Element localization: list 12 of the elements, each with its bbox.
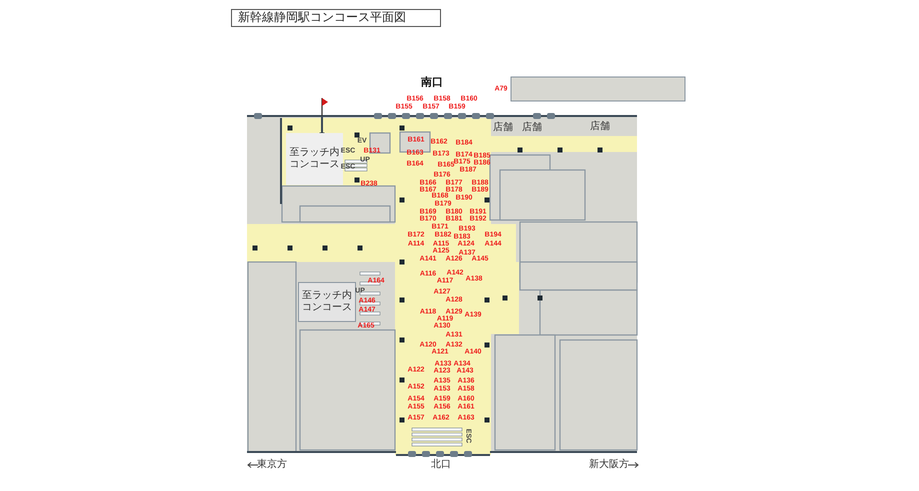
area-label: 店舗 bbox=[492, 122, 514, 134]
area-label: 店舗 bbox=[521, 122, 543, 134]
map-title: 新幹線静岡駅コンコース平面図 bbox=[231, 9, 441, 27]
area-label: 店舗 bbox=[589, 121, 611, 133]
exit-label: 南口 bbox=[421, 78, 443, 88]
concourse-area bbox=[298, 282, 356, 322]
area-label: 至ラッチ内コンコース bbox=[302, 290, 352, 314]
concourse-area bbox=[286, 133, 343, 185]
direction-label: 北口 bbox=[431, 460, 451, 470]
direction-label: 東京方 bbox=[257, 460, 287, 470]
direction-label: 新大阪方 bbox=[589, 460, 629, 470]
area-label: 至ラッチ内コンコース bbox=[289, 147, 340, 171]
